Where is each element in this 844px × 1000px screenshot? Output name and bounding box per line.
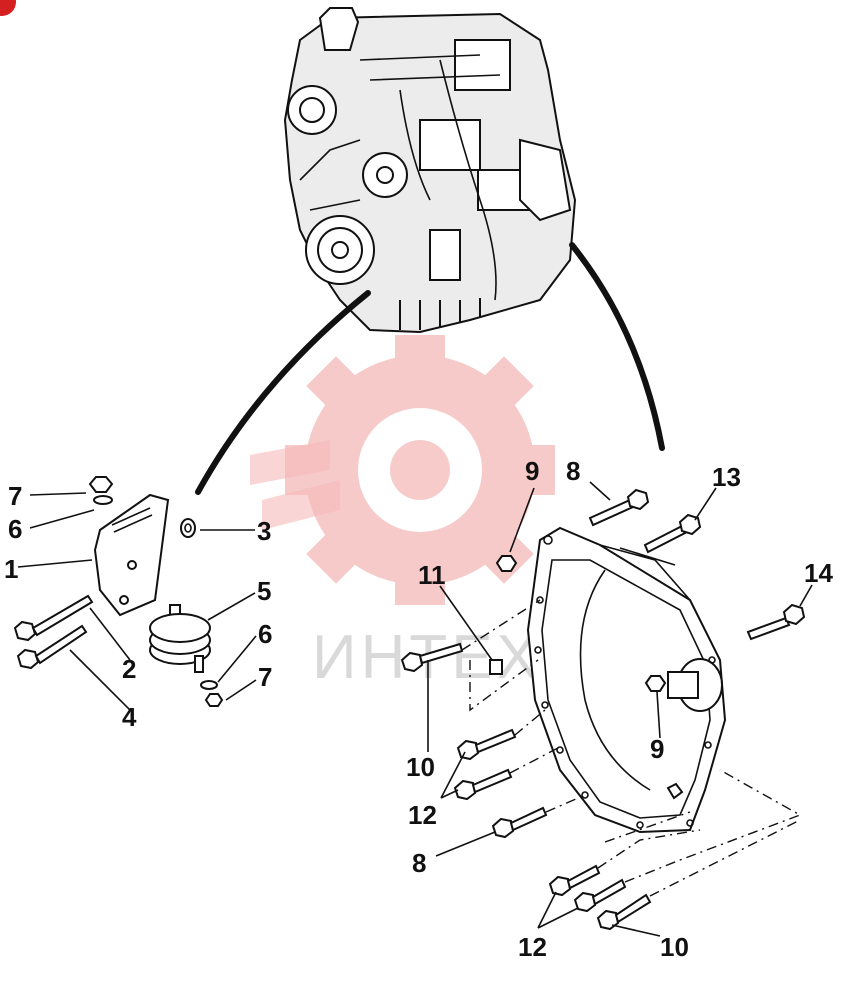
nut-7-top xyxy=(88,476,114,493)
washer-6-top xyxy=(93,495,113,505)
leader-12a xyxy=(440,751,466,799)
callout-9-top: 9 xyxy=(525,456,539,486)
mount-bracket xyxy=(93,493,170,617)
leader-5 xyxy=(207,592,256,621)
callout-12-upper: 12 xyxy=(408,800,437,830)
leader-arc-right xyxy=(569,242,665,451)
leader-6b xyxy=(217,635,257,683)
leader-9a xyxy=(509,487,535,553)
flywheel-housing xyxy=(526,526,727,834)
bolt-8-lower xyxy=(491,806,548,839)
bolt-12-upper-b xyxy=(453,768,513,801)
washer-6-bottom xyxy=(200,680,218,690)
callout-14: 14 xyxy=(804,558,833,588)
callout-8-lower: 8 xyxy=(412,848,426,878)
bolt-13 xyxy=(643,513,702,554)
leader-2 xyxy=(89,607,131,661)
watermark-logo xyxy=(250,335,555,605)
leader-6a xyxy=(29,509,95,529)
callout-5: 5 xyxy=(257,576,271,606)
nut-7-bottom xyxy=(204,693,224,707)
washer-3 xyxy=(180,518,196,538)
leader-4 xyxy=(69,649,131,711)
bolt-2 xyxy=(13,594,94,642)
callout-10-lower: 10 xyxy=(660,932,689,962)
leader-12b xyxy=(537,891,579,929)
callout-7-bottom: 7 xyxy=(258,662,272,692)
callout-1: 1 xyxy=(4,554,18,584)
leader-10b xyxy=(611,924,661,937)
leader-8a xyxy=(589,481,611,501)
callout-4: 4 xyxy=(122,702,137,732)
bolt-12-upper-a xyxy=(456,728,517,761)
callout-2: 2 xyxy=(122,654,136,684)
callout-13: 13 xyxy=(712,462,741,492)
leader-13 xyxy=(694,487,717,521)
rubber-mount-5 xyxy=(149,604,211,673)
bolt-8-top xyxy=(588,488,650,527)
nut-9-top xyxy=(495,555,518,572)
callout-7-top: 7 xyxy=(8,481,22,511)
bolt-12-lower-b xyxy=(573,878,627,913)
callout-3: 3 xyxy=(257,516,271,546)
leader-7b xyxy=(225,679,257,701)
dowel-11 xyxy=(489,659,503,675)
leader-14 xyxy=(799,584,813,607)
alignment-lines xyxy=(461,599,802,897)
leader-1 xyxy=(17,559,93,568)
leader-8b xyxy=(435,831,496,857)
bolt-10-upper xyxy=(400,642,464,673)
bolt-14 xyxy=(746,603,806,641)
bolt-12-lower-a xyxy=(548,864,601,897)
engine-illustration xyxy=(283,7,577,334)
leader-arc-left xyxy=(195,290,371,495)
corner-mark xyxy=(0,0,16,16)
nut-9-middle xyxy=(644,675,667,692)
callout-12-lower: 12 xyxy=(518,932,547,962)
callout-10-upper: 10 xyxy=(406,752,435,782)
leader-9b xyxy=(656,691,661,739)
bolt-10-lower xyxy=(596,893,652,931)
bolt-4 xyxy=(16,624,88,670)
leader-11 xyxy=(439,585,493,661)
callout-6-bottom: 6 xyxy=(258,619,272,649)
callout-8-top: 8 xyxy=(566,456,580,486)
callout-11: 11 xyxy=(418,560,446,590)
leader-7a xyxy=(29,492,87,496)
callout-9-middle: 9 xyxy=(650,734,664,764)
callout-6-top: 6 xyxy=(8,514,22,544)
